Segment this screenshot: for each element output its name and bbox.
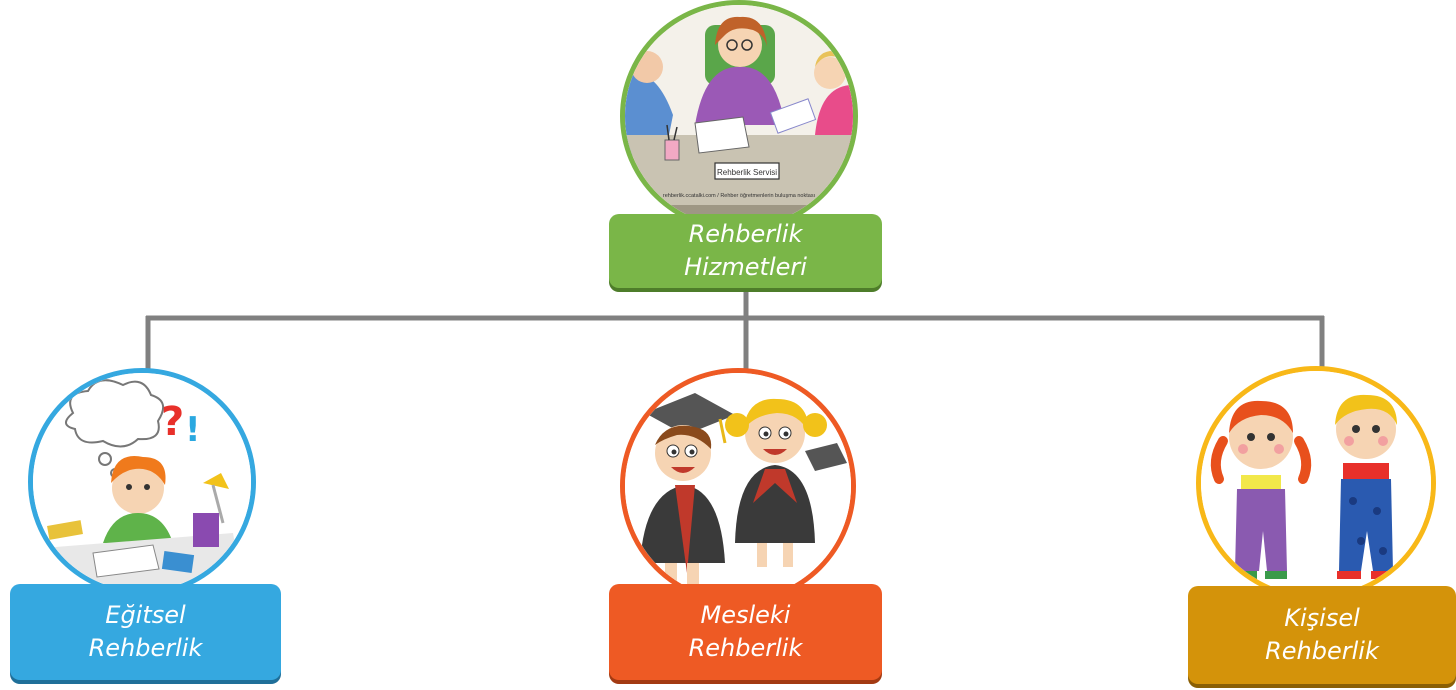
svg-text:?: ?: [161, 399, 184, 445]
root-node-line1: Rehberlik: [688, 220, 803, 248]
root-node-rehberlik-hizmetleri: Rehberlik Hizmetleri: [609, 214, 882, 288]
root-node-line2: Hizmetleri: [684, 253, 807, 281]
vocational-illustration-circle: [620, 368, 856, 604]
child-node-mesleki-rehberlik: Mesleki Rehberlik: [609, 584, 882, 680]
personal-line2: Rehberlik: [1265, 637, 1379, 665]
vocational-line2: Rehberlik: [688, 634, 803, 662]
two-children-illustration: [1201, 371, 1431, 595]
personal-line1: Kişisel: [1284, 604, 1360, 632]
studying-child-illustration: ? !: [33, 373, 251, 591]
office-sign-text: Rehberlik Servisi: [717, 168, 777, 177]
child-node-kisisel-rehberlik: Kişisel Rehberlik: [1188, 586, 1456, 684]
educational-line1: Eğitsel: [105, 601, 186, 629]
illustration-caption: rehberlik.ccatalki.com / Rehber öğretmen…: [663, 193, 815, 199]
educational-line2: Rehberlik: [88, 634, 203, 662]
root-illustration-circle: Rehberlik Servisi rehberlik.ccatalki.com…: [620, 0, 858, 232]
graduates-illustration: [625, 373, 851, 599]
educational-illustration-circle: ? !: [28, 368, 256, 596]
guidance-office-illustration: Rehberlik Servisi rehberlik.ccatalki.com…: [625, 5, 853, 227]
personal-illustration-circle: [1196, 366, 1436, 600]
vocational-line1: Mesleki: [700, 601, 791, 629]
child-node-egitsel-rehberlik: Eğitsel Rehberlik: [10, 584, 281, 680]
svg-text:!: !: [185, 410, 201, 450]
